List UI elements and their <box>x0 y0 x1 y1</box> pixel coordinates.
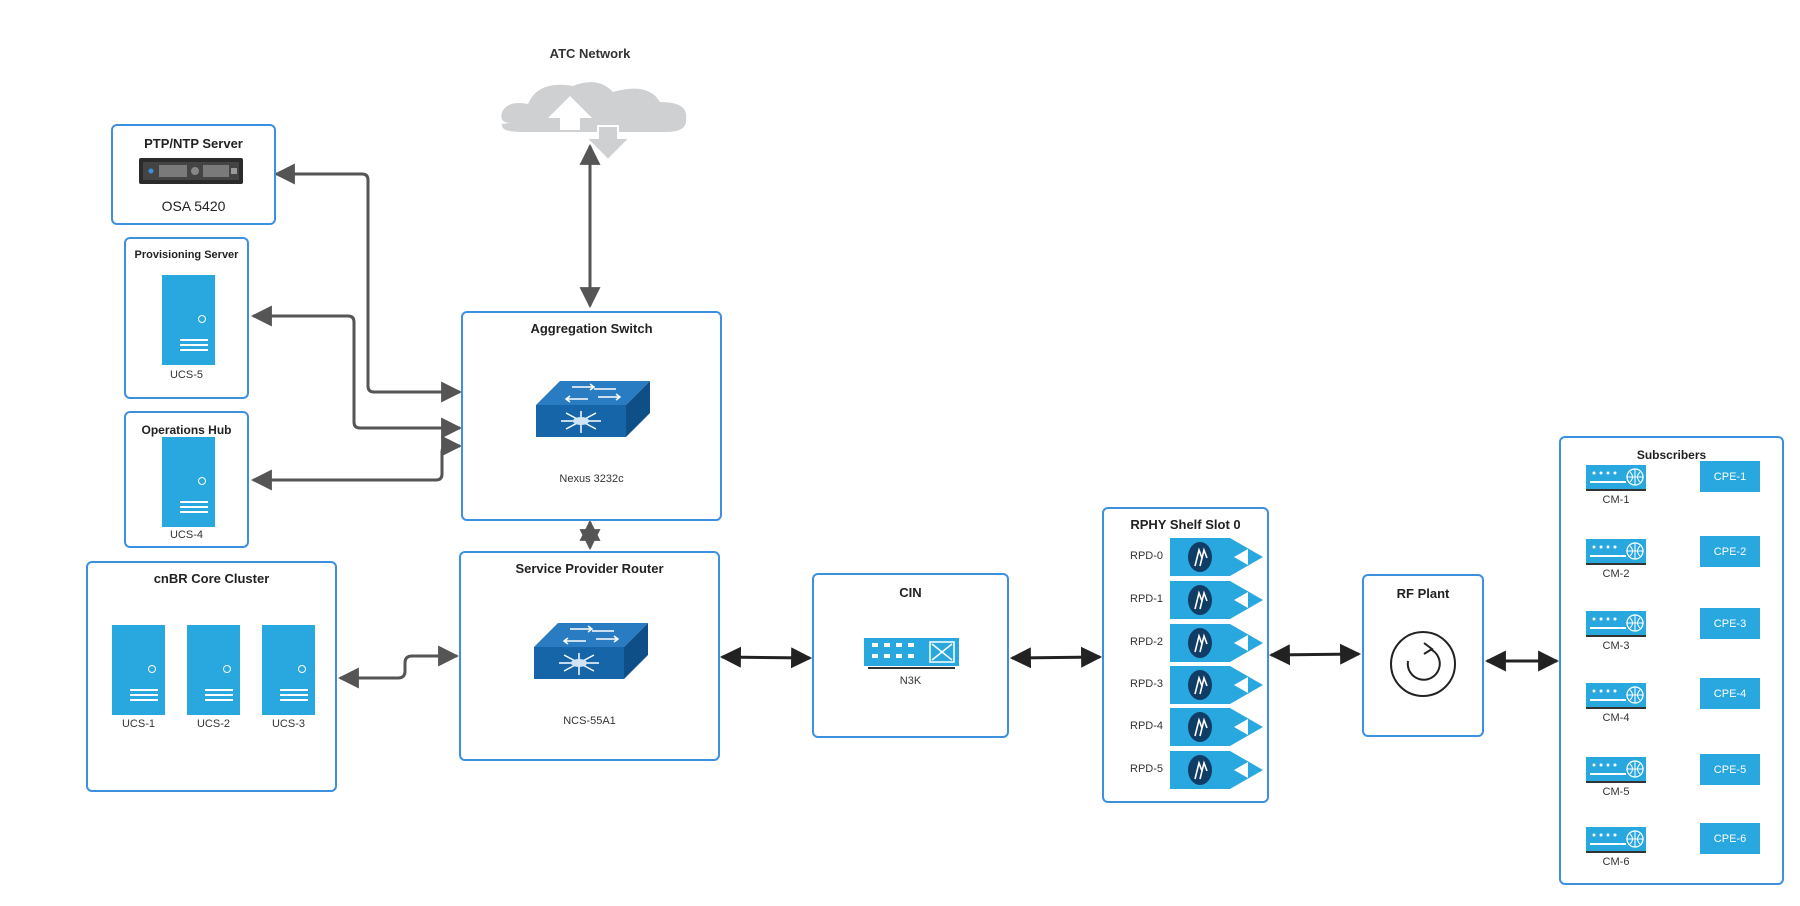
ptp-ntp-server-box: PTP/NTP Server OSA 5420 <box>111 124 276 225</box>
ucs-2-label: UCS-2 <box>196 718 230 730</box>
ucs-5-label: UCS-5 <box>169 369 203 381</box>
ptp-ntp-server-title: PTP/NTP Server <box>144 136 243 151</box>
cpe-2-box: CPE-2 <box>1700 536 1760 567</box>
rpd-2-icon <box>1170 624 1263 662</box>
subscribers-box: Subscribers <box>1559 436 1784 885</box>
operations-hub-title: Operations Hub <box>141 423 232 437</box>
aggregation-switch-title: Aggregation Switch <box>530 321 653 336</box>
rphy-shelf-title: RPHY Shelf Slot 0 <box>1130 517 1241 532</box>
cm-6-label: CM-6 <box>1602 856 1630 868</box>
rpd-0-label: RPD-0 <box>1130 550 1164 562</box>
link-cnbr-spr <box>337 645 460 689</box>
service-provider-router-title: Service Provider Router <box>515 561 664 576</box>
operations-hub-box: Operations Hub UCS-4 <box>124 411 249 548</box>
tower-server-icon <box>262 625 315 715</box>
cable-modem-icon <box>1586 683 1646 709</box>
rpd-1-icon <box>1170 581 1263 619</box>
tower-server-icon <box>187 625 240 715</box>
rpd-1-label: RPD-1 <box>1130 593 1164 605</box>
rpd-4-label: RPD-4 <box>1130 720 1164 732</box>
service-provider-router-box: Service Provider Router NCS-55A1 <box>459 551 720 761</box>
ucs-3-label: UCS-3 <box>271 718 305 730</box>
rpd-3-label: RPD-3 <box>1130 678 1164 690</box>
rack-server-icon <box>139 158 243 184</box>
cm-3-label: CM-3 <box>1602 640 1630 652</box>
rpd-2-label: RPD-2 <box>1130 636 1164 648</box>
atc-network-title: ATC Network <box>549 46 631 61</box>
cpe-4-box: CPE-4 <box>1700 678 1760 709</box>
cnbr-core-cluster-box: cnBR Core Cluster UCS-1 UCS-2 UCS-3 <box>86 561 337 792</box>
cm-5-label: CM-5 <box>1602 786 1630 798</box>
link-cin-rphy <box>1009 646 1103 669</box>
cpe-6-box: CPE-6 <box>1700 823 1760 854</box>
tower-server-icon <box>112 625 165 715</box>
rpd-0-icon <box>1170 538 1263 576</box>
aggregation-switch-box: Aggregation Switch Nexus 3232c <box>461 311 722 521</box>
cable-modem-icon <box>1586 465 1646 491</box>
rpd-3-icon <box>1170 666 1263 704</box>
cpe-1-box: CPE-1 <box>1700 461 1760 492</box>
tower-server-icon <box>162 275 215 365</box>
switch-icon <box>536 381 650 437</box>
cpe-5-box: CPE-5 <box>1700 754 1760 785</box>
rpd-5-icon <box>1170 751 1263 789</box>
nexus-3232c-label: Nexus 3232c <box>559 473 624 485</box>
cloud-icon <box>501 82 687 162</box>
osa-5420-label: OSA 5420 <box>161 198 226 214</box>
ucs-1-label: UCS-1 <box>121 718 155 730</box>
link-rphy-rf <box>1268 643 1362 666</box>
provisioning-server-box: Provisioning Server UCS-5 <box>124 237 249 399</box>
cable-modem-icon <box>1586 827 1646 853</box>
rf-plant-box: RF Plant <box>1362 574 1484 737</box>
cpe-3-box: CPE-3 <box>1700 608 1760 639</box>
ucs-4-label: UCS-4 <box>169 529 203 541</box>
cable-modem-icon <box>1586 539 1646 565</box>
cm-4-label: CM-4 <box>1602 712 1630 724</box>
link-ops-agg <box>250 435 463 491</box>
cnbr-core-cluster-title: cnBR Core Cluster <box>153 571 270 586</box>
link-prov-agg <box>250 305 463 439</box>
cin-box: CIN N3K <box>812 573 1009 738</box>
network-switch-icon <box>864 638 959 669</box>
link-ptp-agg <box>273 163 463 403</box>
rf-plant-icon <box>1390 631 1456 697</box>
rpd-4-icon <box>1170 708 1263 746</box>
subscribers-title: Subscribers <box>1636 448 1707 462</box>
provisioning-server-title: Provisioning Server <box>134 249 239 261</box>
router-icon <box>534 623 648 679</box>
n3k-label: N3K <box>899 675 922 687</box>
rf-plant-title: RF Plant <box>1396 586 1450 601</box>
rpd-5-label: RPD-5 <box>1130 763 1164 775</box>
cable-modem-icon <box>1586 757 1646 783</box>
cin-title: CIN <box>899 585 922 600</box>
ncs-55a1-label: NCS-55A1 <box>563 715 616 727</box>
cable-modem-icon <box>1586 611 1646 637</box>
link-spr-cin <box>719 646 813 669</box>
cm-1-label: CM-1 <box>1602 494 1630 506</box>
cm-2-label: CM-2 <box>1602 568 1630 580</box>
tower-server-icon <box>162 437 215 527</box>
